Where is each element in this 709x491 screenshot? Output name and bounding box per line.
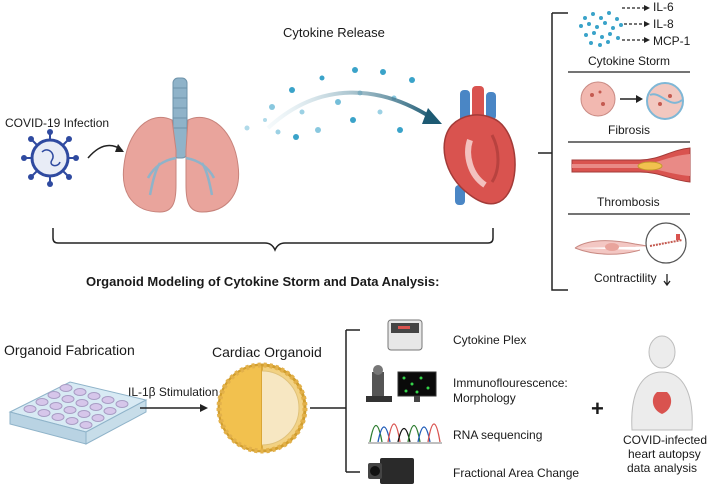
panel-contractility-label: Contractility [594,271,657,285]
cytokine-il8-label: IL-8 [653,17,674,31]
analysis-morphology-label: Morphology [453,391,516,405]
plus-sign: + [591,396,604,421]
autopsy-line-3: data analysis [627,461,698,475]
stimulation-label: IL-1β Stimulation [128,385,219,399]
contractility-icon [574,222,687,264]
cardiac-organoid-label: Cardiac Organoid [212,344,322,360]
thrombosis-icon [571,147,691,183]
organoid-icon [216,362,308,454]
cytokine-il6-label: IL-6 [653,0,674,14]
cytokine-plex-icon [387,319,423,351]
microscope-icon [366,365,392,402]
fluorescence-screen-icon [397,371,437,402]
panel-cytokine-storm-label: Cytokine Storm [588,54,671,68]
analyses-bracket [310,329,360,473]
top-brace [52,228,494,252]
camera-icon [368,458,414,484]
heart-icon [443,86,516,205]
section-title: Organoid Modeling of Cytokine Storm and … [86,274,440,289]
sequencing-trace-icon [368,423,442,444]
organoid-fabrication-label: Organoid Fabrication [4,342,135,358]
analysis-cytokine-plex-label: Cytokine Plex [453,333,527,347]
virus-icon [21,129,79,187]
release-arrow [266,90,434,130]
analysis-fac-label: Fractional Area Change [453,466,580,480]
analysis-immunofluorescence-label: Immunoflourescence: [453,376,568,390]
cytokine-dots [244,67,415,140]
panel-fibrosis-label: Fibrosis [608,123,651,137]
covid-infection-label: COVID-19 Infection [5,116,110,130]
lungs-icon [122,77,240,213]
right-bracket [538,12,568,291]
cytokine-arrows [622,5,650,43]
panel-thrombosis-label: Thrombosis [597,195,660,209]
cytokine-mcp1-label: MCP-1 [653,34,691,48]
cytokine-release-label: Cytokine Release [283,25,385,40]
fibrosis-icon [580,81,684,120]
human-figure-icon [631,335,693,431]
analysis-rna-sequencing-label: RNA sequencing [453,428,543,442]
autopsy-line-1: COVID-infected [623,433,708,447]
well-plate-icon [8,381,148,445]
down-arrow-icon [663,274,671,287]
autopsy-line-2: heart autopsy [628,447,701,461]
cytokine-storm-icon [579,11,623,47]
